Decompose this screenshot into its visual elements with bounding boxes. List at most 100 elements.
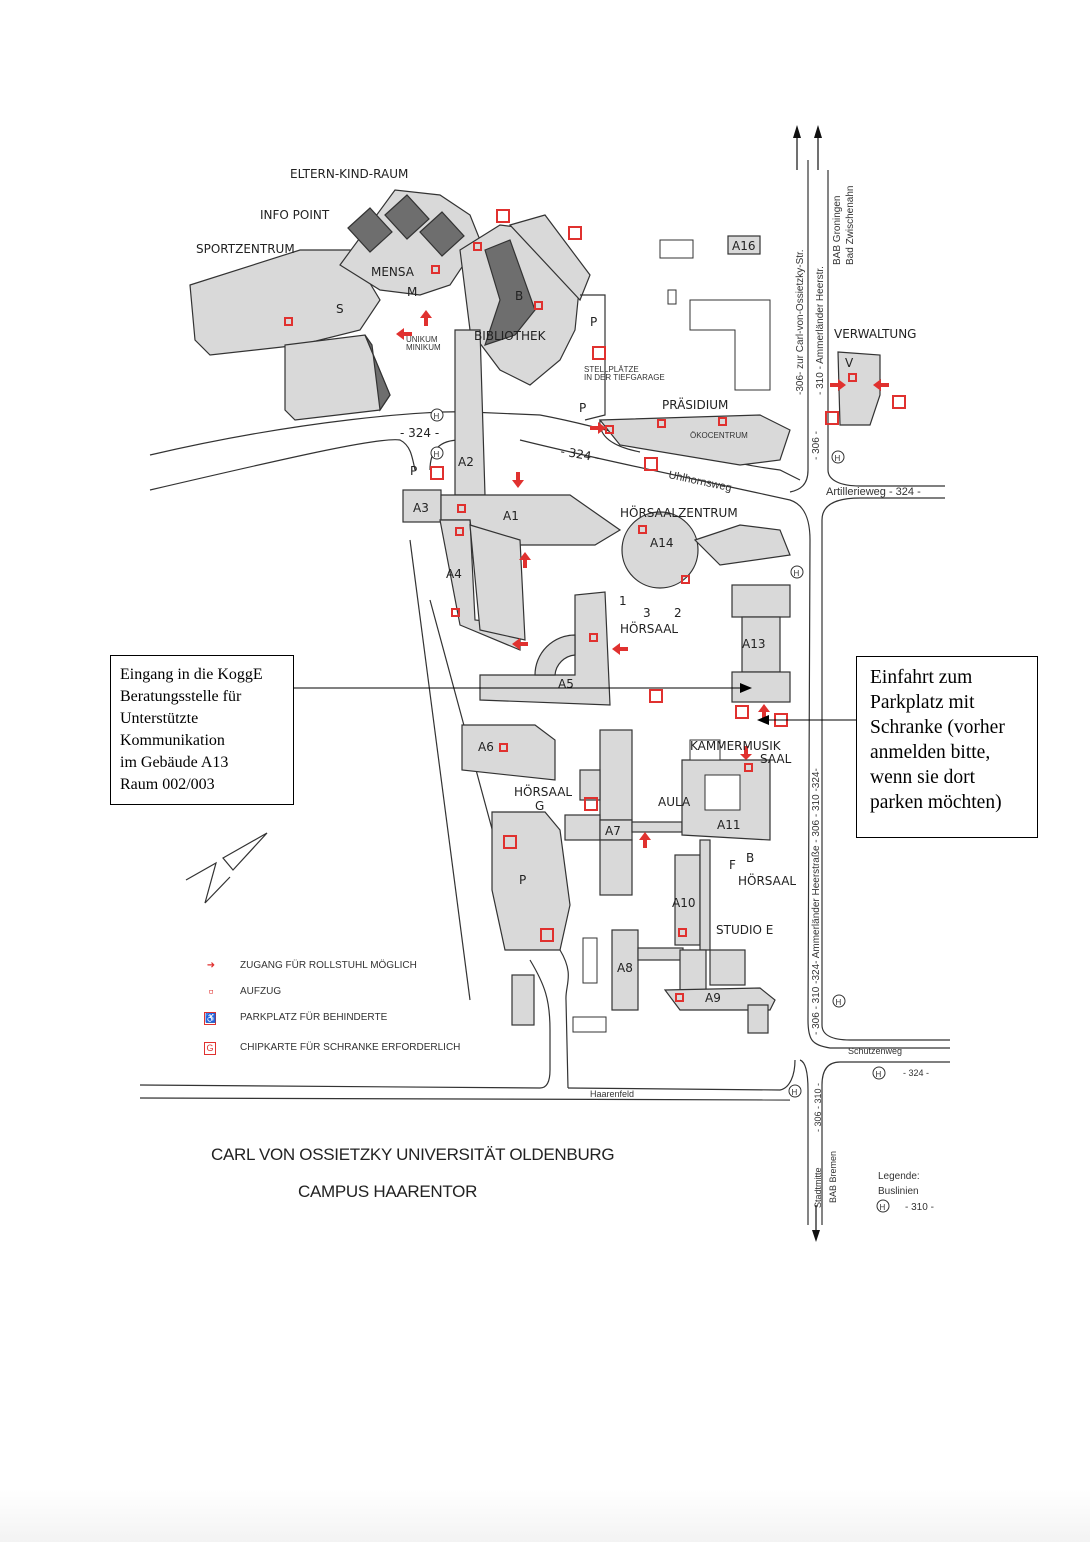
road-haarenfeld-north-east <box>567 1059 796 1091</box>
map-title: CARL VON OSSIETZKY UNIVERSITÄT OLDENBURG <box>211 1145 615 1164</box>
label-parking-p: P <box>590 315 597 329</box>
wheelchair-access-arrow-icon <box>873 379 889 391</box>
label-saal: SAAL <box>760 752 792 766</box>
building-a7-south <box>599 839 633 896</box>
disabled-parking-icon: ♿ <box>204 1012 217 1025</box>
elevator-icon <box>457 504 466 513</box>
building-a11-courtyard <box>704 774 741 811</box>
label-oekocentrum: ÖKOCENTRUM <box>690 431 748 440</box>
road-ammerlaender-west-top <box>789 160 809 493</box>
elevator-icon <box>534 301 543 310</box>
wheelchair-access-arrow-icon <box>758 704 770 720</box>
disabled-parking-icon <box>503 835 517 849</box>
road-inner-west <box>559 949 569 1089</box>
callout-line: Kommunikation <box>120 732 225 749</box>
building-a13-mid <box>741 616 781 673</box>
callout-line: anmelden bitte, <box>870 742 991 763</box>
bus-stop-icon: H <box>788 1084 802 1098</box>
label-praesidium: PRÄSIDIUM <box>662 397 728 412</box>
label-tiefgarage: IN DER TIEFGARAGE <box>584 373 665 382</box>
label-hoersaalzentrum: HÖRSAALZENTRUM <box>620 504 738 520</box>
elevator-icon <box>284 317 293 326</box>
label-bad-zwischenahn: Bad Zwischenahn <box>845 186 856 266</box>
label-eltern-kind-raum: ELTERN-KIND-RAUM <box>290 167 408 181</box>
bus-legend-example: - 310 - <box>905 1202 934 1213</box>
label-sportzentrum: SPORTZENTRUM <box>196 242 295 256</box>
road-haarenfeld-north-west <box>139 1030 551 1089</box>
label-a11: A11 <box>717 818 740 832</box>
building-sport-hall-shade <box>364 334 391 412</box>
callout-line: Schranke (vorher <box>870 717 1005 738</box>
label-bibliothek: BIBLIOTHEK <box>474 329 547 343</box>
building-a7-north <box>599 729 633 821</box>
elevator-icon: ▫ <box>208 983 214 999</box>
elevator-icon <box>589 633 598 642</box>
path-west-1 <box>409 539 471 1001</box>
disabled-parking-icon <box>540 928 554 942</box>
label-uhlhornsweg: Uhlhornsweg <box>667 469 732 494</box>
callout-right-arrow-icon <box>757 715 769 725</box>
building-a7-bridge <box>631 821 683 833</box>
building-mensa-roof-3 <box>419 211 465 257</box>
building-parking-west <box>491 811 571 951</box>
wheelchair-access-arrow-icon <box>512 638 528 650</box>
bus-stop-icon: H <box>831 450 845 464</box>
label-route-324: - 324 - <box>903 1068 929 1078</box>
map-subtitle: CAMPUS HAARENTOR <box>298 1182 478 1201</box>
callout-line: im Gebäude A13 <box>120 754 229 771</box>
wheelchair-access-arrows <box>396 310 889 848</box>
label-artillerieweg: Artillerieweg - 324 - <box>826 486 921 498</box>
disabled-parking-icon <box>496 209 510 223</box>
road-324-south-edge <box>149 439 416 491</box>
elevator-icon <box>744 763 753 772</box>
elevator-icon <box>718 417 727 426</box>
road-ammerlaender-east-top <box>827 170 945 487</box>
elevator-icon <box>473 242 482 251</box>
label-route-324: - 324 - <box>400 426 439 440</box>
callout-line: Unterstützte <box>120 710 199 727</box>
label-route-324: - 324 - <box>559 444 600 465</box>
label-a4: A4 <box>446 567 462 581</box>
label-route-306: - 306 - <box>811 431 822 460</box>
building-outline-c <box>689 299 771 391</box>
label-f: F <box>729 858 736 872</box>
building-a9-east <box>747 1004 769 1034</box>
label-g: G <box>535 799 544 813</box>
building-a14-wing <box>693 524 791 566</box>
building-a6 <box>461 724 556 781</box>
path-west-2 <box>429 599 496 841</box>
label-bab-groningen: BAB Groningen <box>832 196 843 266</box>
label-studio-e: STUDIO E <box>716 923 773 937</box>
building-a8 <box>611 929 639 1011</box>
disabled-parking-icon <box>584 797 598 811</box>
building-a8-link <box>637 947 684 961</box>
buildings <box>189 189 881 1034</box>
wheelchair-access-arrow-icon <box>590 422 606 434</box>
building-mensa-roof-2 <box>384 194 430 240</box>
building-a2 <box>454 329 486 496</box>
label-a16: A16 <box>732 239 755 253</box>
bus-stop-icon: H <box>872 1066 886 1080</box>
svg-text:H: H <box>792 1088 798 1097</box>
disabled-parking-icon <box>649 689 663 703</box>
building-a7-side-1 <box>579 769 601 801</box>
label-a7: A7 <box>605 824 621 838</box>
wheelchair-access-arrow-icon <box>396 328 412 340</box>
building-a10-corridor <box>699 839 711 951</box>
label-route-306-310: - 306 - 310 - <box>813 1083 823 1132</box>
road-ammerlaender-east <box>821 520 950 1041</box>
svg-text:H: H <box>880 1203 886 1212</box>
building-a4-wing <box>469 524 526 641</box>
callout-line: parken möchten) <box>870 792 1002 813</box>
elevator-icon <box>678 928 687 937</box>
svg-text:H: H <box>794 569 800 578</box>
label-hoersaal-1: 1 <box>619 594 627 608</box>
label-s: S <box>336 302 344 316</box>
label-hoersaal: HÖRSAAL <box>620 620 678 636</box>
label-schuetzenweg: Schützenweg <box>848 1046 902 1056</box>
label-verwaltung: VERWALTUNG <box>834 327 916 341</box>
label-mensa: MENSA <box>371 265 415 279</box>
building-outline-a <box>659 239 694 259</box>
wheelchair-access-arrow-icon <box>612 643 628 655</box>
bus-stop-icon: H <box>430 446 444 460</box>
